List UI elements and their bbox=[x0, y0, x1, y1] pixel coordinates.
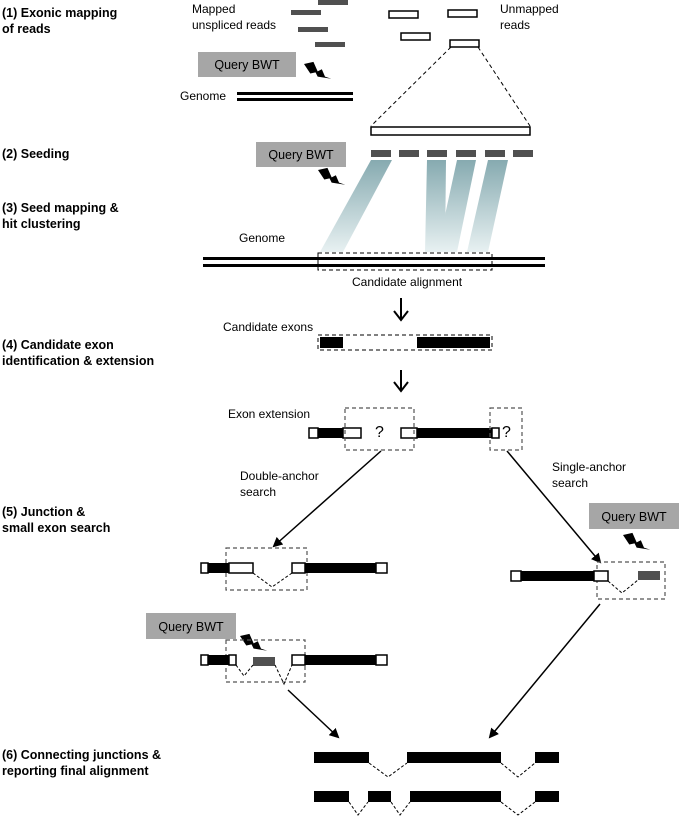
query-bwt-box-1 bbox=[198, 52, 296, 77]
seed-hit-shadow bbox=[437, 160, 476, 252]
small-exon-alignment bbox=[200, 654, 388, 686]
mapped-read bbox=[315, 42, 345, 47]
exon-extension-row bbox=[308, 427, 500, 439]
double-anchor-alignment bbox=[200, 562, 388, 588]
step5-title-line2: small exon search bbox=[2, 521, 110, 535]
query-bwt-label-4: Query BWT bbox=[158, 620, 224, 634]
seed-hit-shadow bbox=[320, 160, 392, 252]
genome-line-2 bbox=[203, 257, 545, 267]
lightning-bolt-icon bbox=[318, 167, 346, 185]
single-anchor-label-line1: Single-anchor bbox=[552, 460, 626, 474]
zoom-line-right bbox=[477, 46, 531, 127]
single-anchor-label-line2: search bbox=[552, 476, 588, 490]
single-anchor-arrow bbox=[506, 450, 602, 564]
genome-label-2: Genome bbox=[239, 231, 285, 245]
candidate-alignment-label: Candidate alignment bbox=[352, 275, 463, 289]
final-alignment-1 bbox=[314, 752, 559, 778]
final-alignment-2 bbox=[314, 791, 559, 816]
step3-title-line2: hit clustering bbox=[2, 217, 80, 231]
seed bbox=[371, 150, 391, 157]
down-arrow-icon bbox=[393, 370, 409, 393]
mapped-read bbox=[298, 27, 328, 32]
double-anchor-label-line1: Double-anchor bbox=[240, 469, 319, 483]
step1-title-line1: (1) Exonic mapping bbox=[2, 6, 117, 20]
step4-title-line2: identification & extension bbox=[2, 354, 154, 368]
unknown-mark-right: ? bbox=[502, 424, 511, 441]
seeds bbox=[371, 150, 533, 157]
step2-title: (2) Seeding bbox=[2, 147, 69, 161]
down-arrow-icon bbox=[393, 298, 409, 322]
double-anchor-arrow bbox=[272, 450, 382, 548]
unmapped-read bbox=[388, 10, 419, 19]
lightning-bolt-icon bbox=[240, 633, 268, 651]
candidate-exons-label: Candidate exons bbox=[223, 320, 313, 334]
lightning-bolt-icon bbox=[623, 532, 651, 550]
query-bwt-box-3 bbox=[589, 503, 679, 529]
query-bwt-box-2 bbox=[256, 142, 346, 167]
candidate-exon bbox=[417, 337, 490, 348]
step6-title-line2: reporting final alignment bbox=[2, 764, 149, 778]
candidate-alignment-box bbox=[317, 252, 493, 271]
merge-arrow-left bbox=[287, 689, 340, 739]
single-anchor-alignment bbox=[510, 570, 660, 594]
genome-line-1 bbox=[237, 92, 353, 101]
seed-hit-shadow bbox=[425, 160, 446, 252]
seed bbox=[485, 150, 505, 157]
unknown-mark-left: ? bbox=[375, 424, 384, 441]
unmapped-read bbox=[447, 9, 478, 18]
seed bbox=[513, 150, 533, 157]
unmapped-read bbox=[400, 32, 431, 41]
mapped-reads bbox=[291, 0, 348, 47]
unknown-region-box-right bbox=[489, 407, 523, 451]
mapped-reads-label-line2: unspliced reads bbox=[192, 18, 276, 32]
unmapped-reads-label-line1: Unmapped bbox=[500, 2, 559, 16]
mapped-reads-label-line1: Mapped bbox=[192, 2, 235, 16]
unmapped-reads-label-line2: reads bbox=[500, 18, 530, 32]
seed bbox=[456, 150, 476, 157]
merge-arrow-right bbox=[488, 603, 601, 739]
unmapped-read-selected bbox=[449, 39, 480, 48]
unmapped-reads bbox=[388, 9, 480, 48]
seed-hit-shadow bbox=[467, 160, 508, 252]
lightning-bolt-icon bbox=[304, 61, 332, 79]
step6-title-line1: (6) Connecting junctions & bbox=[2, 748, 161, 762]
seed-shadows bbox=[320, 160, 508, 252]
query-bwt-label-2: Query BWT bbox=[268, 148, 334, 162]
mapped-read bbox=[291, 10, 321, 15]
zoom-line-left bbox=[370, 46, 452, 127]
genome-label-1: Genome bbox=[180, 89, 226, 103]
mapped-read bbox=[318, 0, 348, 5]
candidate-exons-box bbox=[317, 334, 493, 351]
query-bwt-box-4 bbox=[146, 613, 236, 639]
exon-extension-label: Exon extension bbox=[228, 407, 310, 421]
step5-title-line1: (5) Junction & bbox=[2, 505, 85, 519]
step3-title-line1: (3) Seed mapping & bbox=[2, 201, 119, 215]
step1-title-line2: of reads bbox=[2, 22, 51, 36]
step4-title-line1: (4) Candidate exon bbox=[2, 338, 114, 352]
candidate-exon bbox=[320, 337, 343, 348]
double-anchor-label-line2: search bbox=[240, 485, 276, 499]
query-bwt-label-1: Query BWT bbox=[214, 58, 280, 72]
seed bbox=[399, 150, 419, 157]
query-bwt-label-3: Query BWT bbox=[601, 510, 667, 524]
enlarged-read bbox=[370, 126, 531, 136]
seed bbox=[427, 150, 447, 157]
